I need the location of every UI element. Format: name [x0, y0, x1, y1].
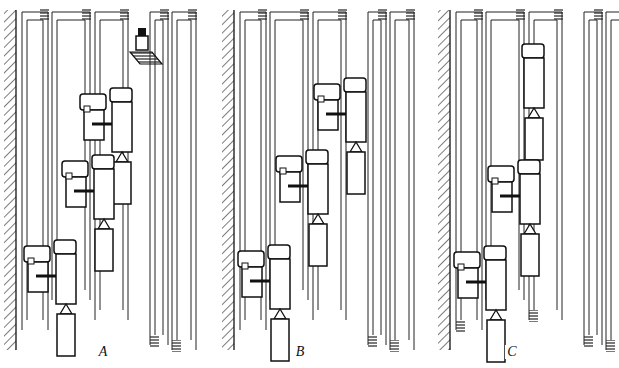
lane-outline	[606, 12, 619, 350]
stubble-hatch	[529, 310, 538, 322]
stubble-hatch	[390, 340, 399, 352]
lane-outline	[373, 20, 381, 335]
stubble-hatch	[160, 8, 169, 20]
stubble-hatch	[338, 8, 347, 20]
stubble-hatch	[554, 8, 563, 20]
stubble-hatch	[594, 8, 603, 20]
stubble-hatch	[378, 8, 387, 20]
stubble-hatch	[368, 335, 377, 347]
stubble-hatch	[40, 8, 49, 20]
stubble-hatch	[584, 335, 593, 347]
stubble-hatch	[172, 340, 181, 352]
lane-outline	[155, 20, 163, 335]
stubble-hatch	[606, 340, 615, 352]
panel-letter: C	[505, 345, 518, 359]
stubble-hatch	[150, 335, 159, 347]
harvester-pair	[24, 88, 132, 356]
stubble-hatch	[456, 320, 465, 332]
lane-outline	[611, 20, 619, 340]
lane-outline	[368, 12, 386, 345]
lane-outline	[584, 12, 602, 345]
stubble-hatch	[120, 8, 129, 20]
stubble-hatch	[188, 8, 197, 20]
field-lanes	[22, 8, 619, 352]
lane-outline	[395, 20, 409, 340]
stubble-hatch	[406, 8, 415, 20]
stubble-hatch	[82, 8, 91, 20]
harvester-turning	[130, 28, 162, 64]
stubble-hatch	[474, 8, 483, 20]
lane-outline	[589, 20, 597, 335]
stubble-hatch	[258, 8, 267, 20]
stubble-hatch	[516, 8, 525, 20]
panel-letter: B	[294, 345, 307, 359]
lane-outline	[172, 12, 196, 350]
harvester-pair	[454, 44, 544, 362]
panel-letter: A	[97, 345, 110, 359]
harvester-pair	[238, 78, 366, 361]
lane-outline	[390, 12, 414, 350]
lane-outline	[177, 20, 191, 340]
stubble-hatch	[300, 8, 309, 20]
